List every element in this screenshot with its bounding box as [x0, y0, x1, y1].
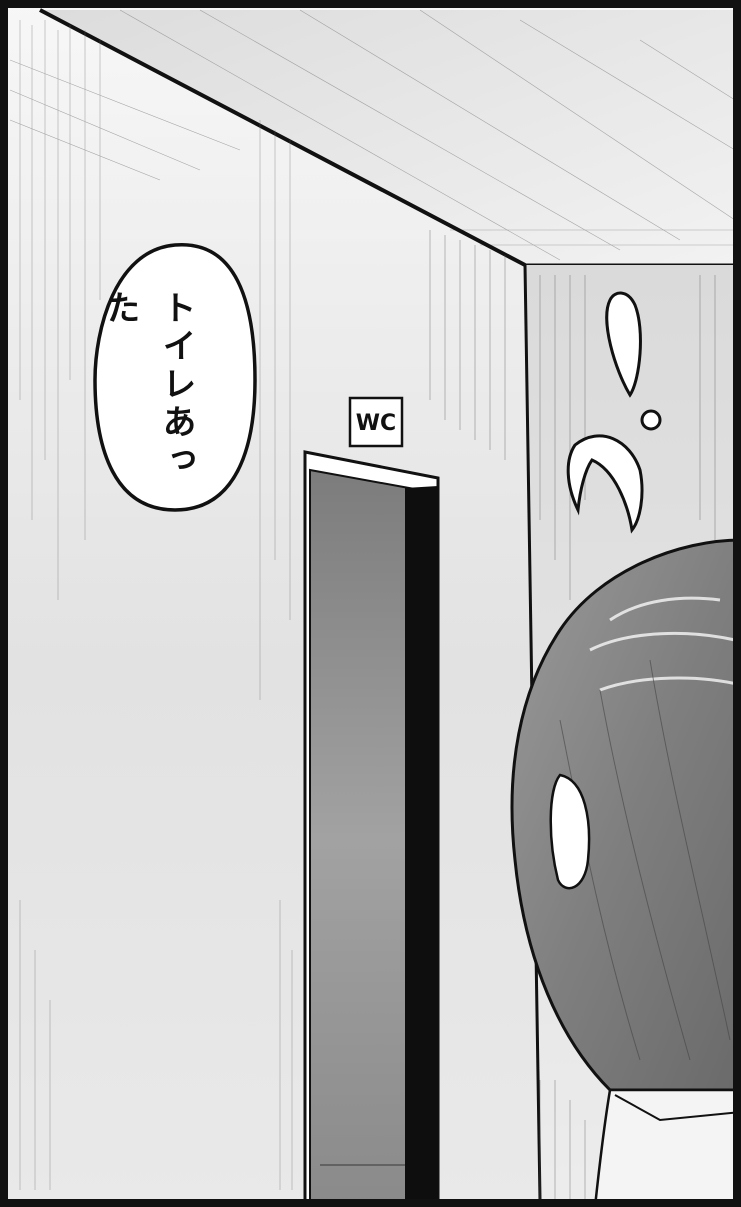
wall-speed-lines: [9, 20, 293, 1190]
speech-bubble: [93, 243, 257, 512]
character-ear: [549, 773, 591, 890]
door: [309, 468, 421, 1207]
wc-sign-plate: [348, 396, 404, 448]
exclamation-mark-icon: [605, 291, 662, 431]
ceiling-hatching: [119, 9, 736, 261]
surprise-mark-icon: [566, 434, 644, 534]
ceiling-edge: [39, 8, 526, 267]
character-shirt: [593, 1088, 741, 1207]
speech-bubble-text: トイレあった: [100, 290, 196, 480]
ceiling: [40, 10, 741, 265]
wc-sign-text: WC: [355, 411, 397, 436]
corner-hatching: [429, 230, 716, 1200]
hair-highlights: [589, 596, 741, 692]
door-shadow: [405, 486, 438, 1207]
